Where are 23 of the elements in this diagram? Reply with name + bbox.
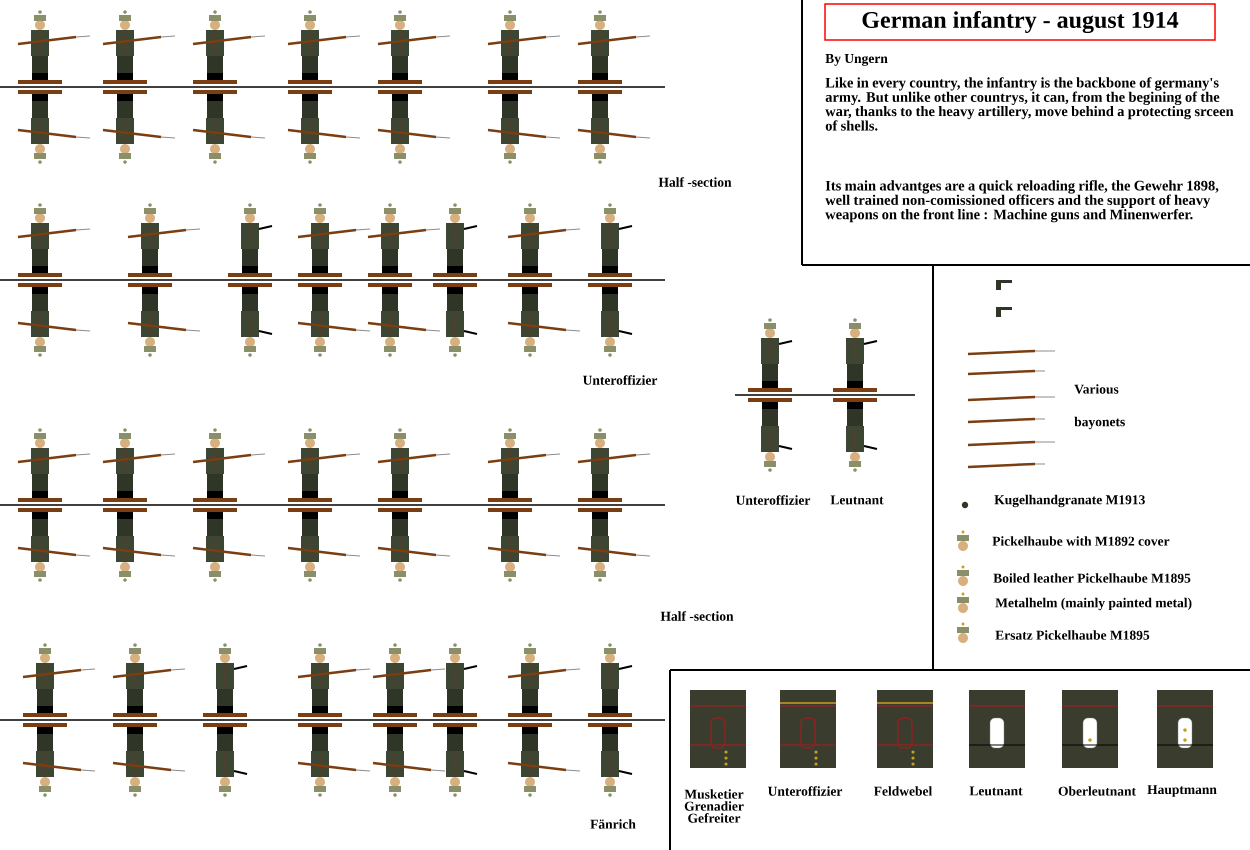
caption: Unteroffizier xyxy=(583,375,658,385)
caption: Feldwebel xyxy=(874,786,932,796)
caption: Ersatz Pickelhaube M1895 xyxy=(995,630,1150,640)
caption: Unteroffizier xyxy=(768,786,843,796)
caption: bayonets xyxy=(1074,416,1125,430)
caption: Various xyxy=(1074,384,1119,394)
caption: Boiled leather Pickelhaube M1895 xyxy=(993,573,1191,583)
caption: Pickelhaube with M1892 cover xyxy=(992,536,1170,546)
paragraph: Like in every country, the infantry is the backbone of germany's army. But unlike other countrys, it can, from the begining of the war, thanks to the heavy artillery, move behind a protecting srceen of shells. xyxy=(825,77,1234,131)
caption: Leutnant xyxy=(969,786,1023,796)
caption: Oberleutnant xyxy=(1058,786,1136,796)
caption: Half -section xyxy=(658,177,732,187)
caption: Hauptmann xyxy=(1147,785,1217,797)
paragraph: Its main advantges are a quick reloading rifle, the Gewehr 1898, well trained non-comissioned officers and the support of heavy weapons on the front line : Machine guns and Minenwerfer. xyxy=(825,180,1219,223)
caption: Leutnant xyxy=(830,495,884,505)
caption: Metalhelm (mainly painted metal) xyxy=(995,597,1192,611)
caption: Half -section xyxy=(660,611,734,621)
author-credit: By Ungern xyxy=(825,54,888,66)
caption: Unteroffizier xyxy=(736,495,811,505)
caption: Fänrich xyxy=(590,819,636,829)
caption: Musketier Grenadier Gefreiter xyxy=(684,789,744,823)
title: German infantry - august 1914 xyxy=(824,3,1216,41)
caption: Kugelhandgranate M1913 xyxy=(994,494,1145,508)
